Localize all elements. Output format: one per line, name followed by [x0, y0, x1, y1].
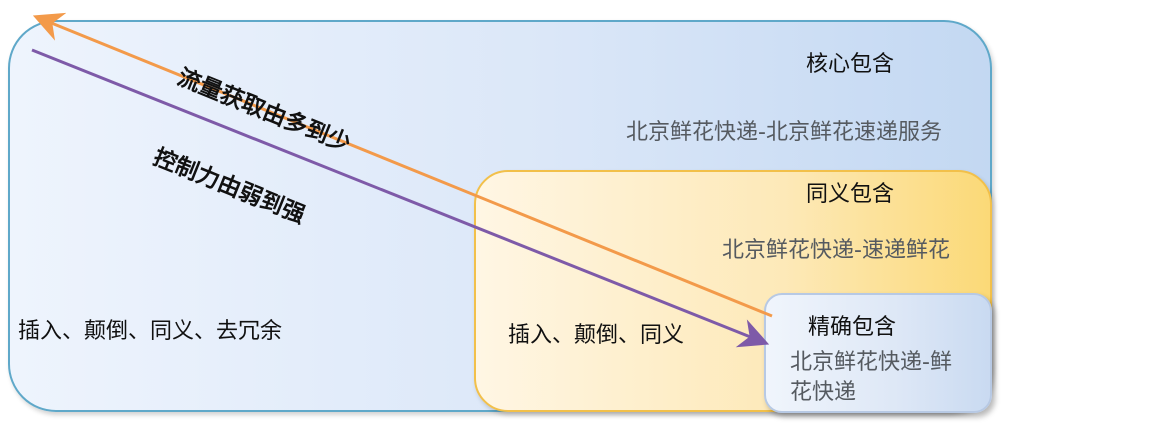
core-contain-example: 北京鲜花快递-北京鲜花速递服务 — [626, 120, 942, 145]
exact-contain-example-line1: 北京鲜花快递-鲜 — [790, 350, 952, 375]
synonym-contain-ops: 插入、颠倒、同义 — [508, 323, 685, 348]
core-contain-ops: 插入、颠倒、同义、去冗余 — [18, 319, 283, 344]
synonym-contain-example: 北京鲜花快递-速递鲜花 — [722, 238, 950, 263]
core-contain-title: 核心包含 — [806, 52, 895, 77]
exact-contain-title: 精确包含 — [808, 315, 897, 340]
exact-contain-region — [764, 293, 992, 413]
synonym-contain-title: 同义包含 — [806, 182, 895, 207]
exact-contain-example-line2: 花快递 — [790, 380, 857, 405]
